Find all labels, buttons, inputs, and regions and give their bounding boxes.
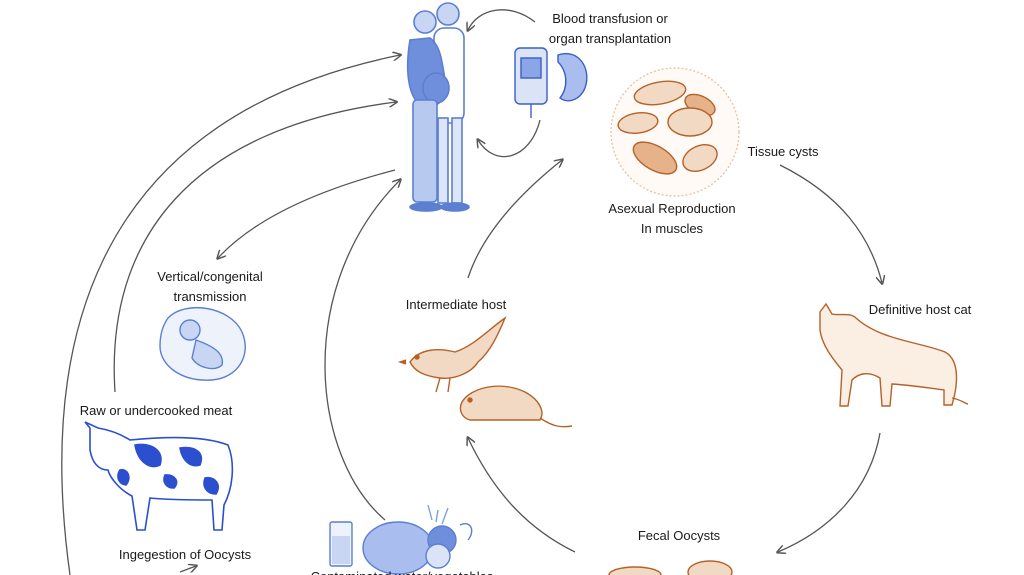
arrow-transplant-to-human	[468, 9, 536, 30]
raw-meat-label: Raw or undercooked meat	[79, 403, 233, 418]
arrows	[61, 9, 882, 575]
transfusion-label: Blood transfusion or organ transplantati…	[549, 9, 671, 49]
fetus-in-womb-icon	[159, 306, 246, 381]
cat-icon	[819, 302, 969, 407]
arrow-human-to-transplant	[478, 119, 541, 158]
asexual-label-line-2: In muscles	[640, 221, 704, 236]
definitive-host-label: Definitive host cat	[868, 302, 972, 317]
arrow-produce-to-human	[324, 180, 400, 521]
couple-with-pregnant-woman-icon	[406, 2, 470, 212]
arrow-ingestion-tail	[179, 566, 196, 572]
transfusion-label-line-1: Blood transfusion or	[552, 11, 668, 26]
arrow-cysts-to-cat	[779, 164, 882, 283]
cow-icon	[84, 421, 234, 531]
water-and-vegetables-icon	[329, 504, 473, 575]
asexual-reproduction-label: Asexual Reproduction In muscles	[608, 199, 735, 239]
asexual-label-line-1: Asexual Reproduction	[608, 201, 736, 216]
transfusion-label-line-2: organ transplantation	[548, 31, 672, 46]
arrow-outer-to-human	[61, 55, 400, 575]
tissue-cysts-label: Tissue cysts	[747, 144, 819, 159]
vertical-transmission-label: Vertical/congenital transmission	[157, 267, 263, 307]
arrow-intermediate-to-cysts	[467, 160, 562, 279]
ingestion-oocysts-label: Ingegestion of Oocysts	[118, 547, 252, 562]
rat-icon	[459, 385, 573, 428]
bird-icon	[397, 316, 507, 393]
arrow-cat-to-oocysts	[778, 432, 881, 552]
intermediate-host-label: Intermediate host	[405, 297, 507, 312]
fecal-oocysts-label: Fecal Oocysts	[637, 528, 721, 543]
arrow-meat-to-human	[113, 102, 396, 393]
vertical-label-line-1: Vertical/congenital	[157, 269, 263, 284]
contaminated-label: Contaminated water/vegetables	[311, 567, 494, 575]
tissue-cysts-icon	[610, 67, 740, 197]
arrow-oocysts-to-intermediate	[468, 438, 576, 553]
blood-bag-and-kidney-icon	[514, 47, 588, 118]
oocysts-icon	[608, 560, 733, 575]
arrow-human-to-fetus	[218, 169, 396, 258]
vertical-label-line-2: transmission	[173, 289, 247, 304]
